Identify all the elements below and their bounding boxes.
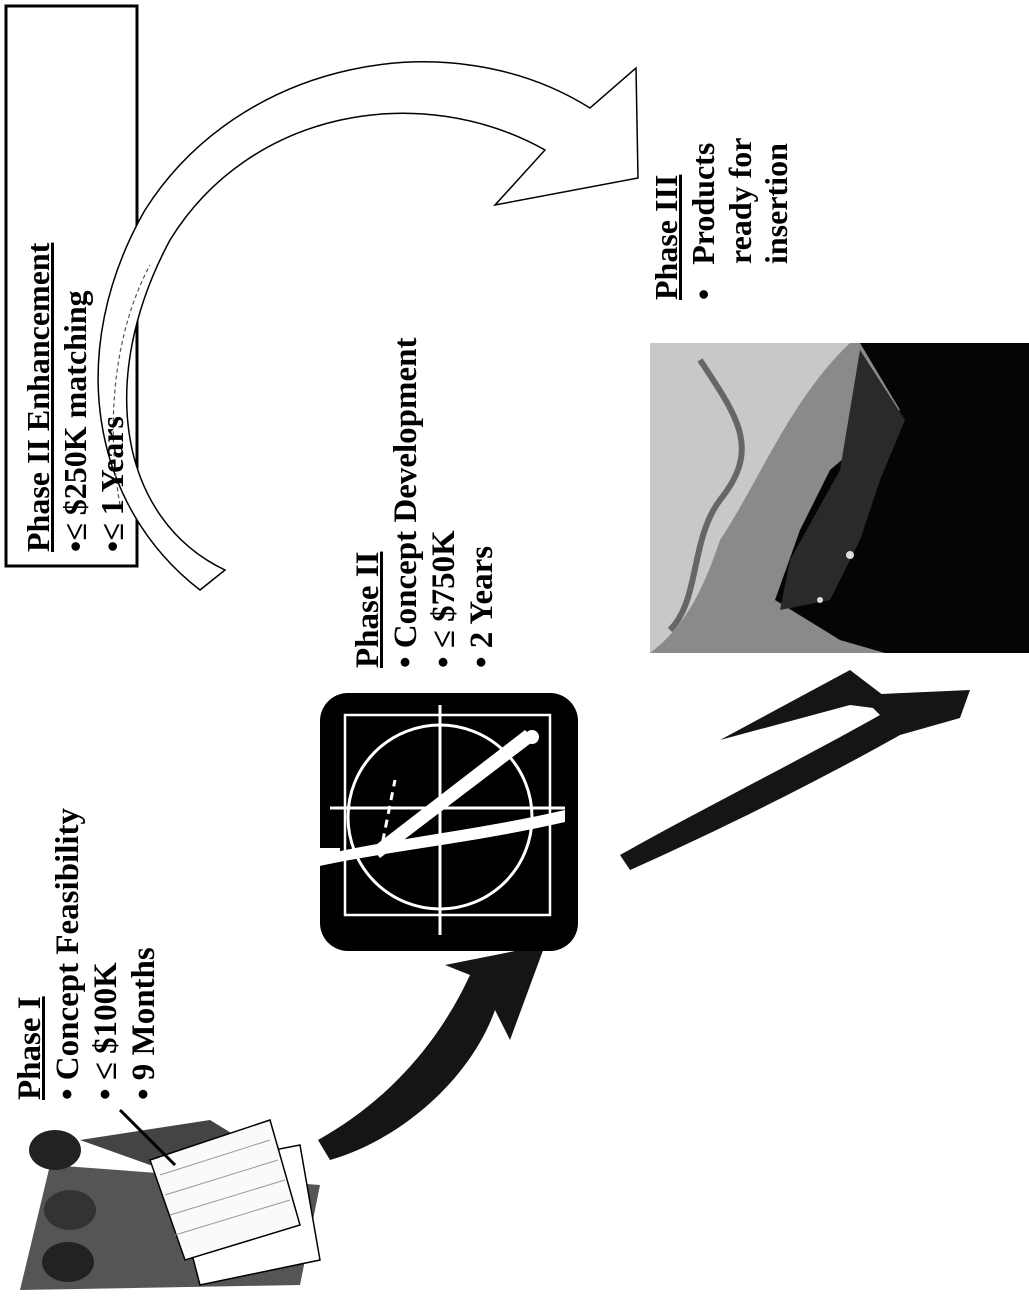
phase1-text: Phase I • Concept Feasibility • ≤ $100K … <box>12 808 164 1100</box>
phase2-text: Phase II • Concept Development • ≤ $750K… <box>350 338 502 669</box>
arrow-phase1-to-phase2 <box>318 945 545 1160</box>
phase2-heading: Phase II <box>350 338 388 669</box>
phase3-line-3: insertion <box>758 138 795 300</box>
phase1-heading: Phase I <box>12 808 50 1100</box>
aircraft-photo <box>650 343 1029 653</box>
phase1-bullet-2: • ≤ $100K <box>88 808 126 1100</box>
phase3-bullet: • <box>685 289 721 300</box>
enhancement-bullet-2: •≤ 1 Years <box>94 243 131 552</box>
phase2-bullet-1: • Concept Development <box>388 338 426 669</box>
phase3-text: Phase III • Products ready for insertion <box>648 138 795 300</box>
enhancement-bullet-1: •≤ $250K matching <box>57 243 94 552</box>
enhancement-heading: Phase II Enhancement <box>20 243 57 552</box>
phase3-heading: Phase III <box>648 138 685 300</box>
enhancement-text: Phase II Enhancement •≤ $250K matching •… <box>20 243 130 552</box>
phase2-bullet-3: • 2 Years <box>464 338 502 669</box>
phase3-line-2: ready for <box>722 138 759 300</box>
drafting-compass-icon <box>300 693 578 951</box>
phase3-line-1: Products <box>685 143 721 265</box>
phase2-bullet-2: • ≤ $750K <box>426 338 464 669</box>
people-at-table-icon <box>20 1110 320 1290</box>
phase1-bullet-1: • Concept Feasibility <box>50 808 88 1100</box>
phase1-bullet-3: • 9 Months <box>126 808 164 1100</box>
